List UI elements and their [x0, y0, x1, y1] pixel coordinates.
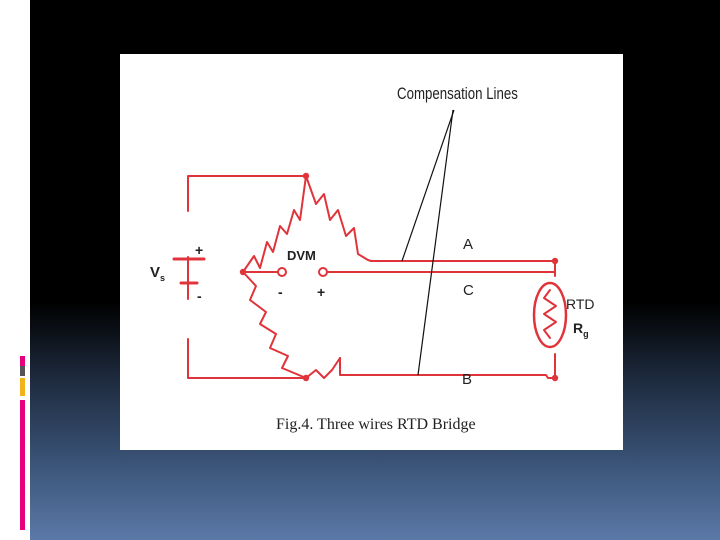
resistor-lower-right	[305, 357, 341, 379]
leader-to-wire-b	[417, 109, 454, 376]
accent-bar-gray	[20, 366, 25, 376]
rtd-bridge-figure: Compensation Lines Vs + - DVM - + A C B …	[120, 54, 623, 450]
wire-c-label: C	[463, 282, 474, 299]
battery-plus-label: +	[195, 242, 204, 258]
wire-supply-bottom	[187, 338, 307, 379]
node-top	[302, 172, 310, 180]
rtd-symbol: R	[573, 320, 584, 336]
rtd-subscript: g	[583, 328, 589, 339]
circuit-diagram	[172, 109, 568, 382]
resistor-upper-right	[305, 175, 369, 261]
rtd-zigzag	[543, 289, 557, 339]
resistor-upper-left	[242, 175, 307, 273]
accent-bar-magenta-top	[20, 356, 25, 366]
rtd-symbol-label: Rg	[573, 320, 589, 339]
battery-minus-label: -	[197, 288, 202, 304]
source-subscript: s	[160, 273, 166, 283]
wire-supply-top	[187, 175, 309, 212]
wire-b-label: B	[462, 371, 473, 388]
meter-terminal-minus	[277, 267, 287, 277]
accent-bar-yellow	[20, 378, 25, 396]
leader-to-wire-a	[401, 109, 455, 262]
meter-minus-label: -	[278, 284, 283, 300]
figure-caption: Fig.4. Three wires RTD Bridge	[276, 416, 476, 433]
source-symbol: V	[150, 264, 161, 281]
resistor-lower-left	[242, 271, 307, 379]
meter-label: DVM	[287, 248, 316, 263]
node-left	[239, 268, 247, 276]
node-bottom	[302, 374, 310, 382]
node-rtd-top	[551, 257, 559, 265]
wire-a-label: A	[463, 236, 474, 253]
wire-a	[367, 259, 556, 262]
rtd-label: RTD	[566, 296, 595, 312]
accent-bar-magenta	[20, 400, 25, 530]
source-label: Vs	[150, 264, 165, 283]
node-rtd-bottom	[551, 374, 559, 382]
compensation-lines-label: Compensation Lines	[397, 84, 518, 103]
meter-terminal-plus	[318, 267, 328, 277]
left-margin	[0, 0, 30, 540]
meter-plus-label: +	[317, 284, 326, 300]
rtd-element	[532, 281, 568, 349]
slide-bullet	[48, 56, 58, 82]
wire-b	[339, 353, 556, 379]
